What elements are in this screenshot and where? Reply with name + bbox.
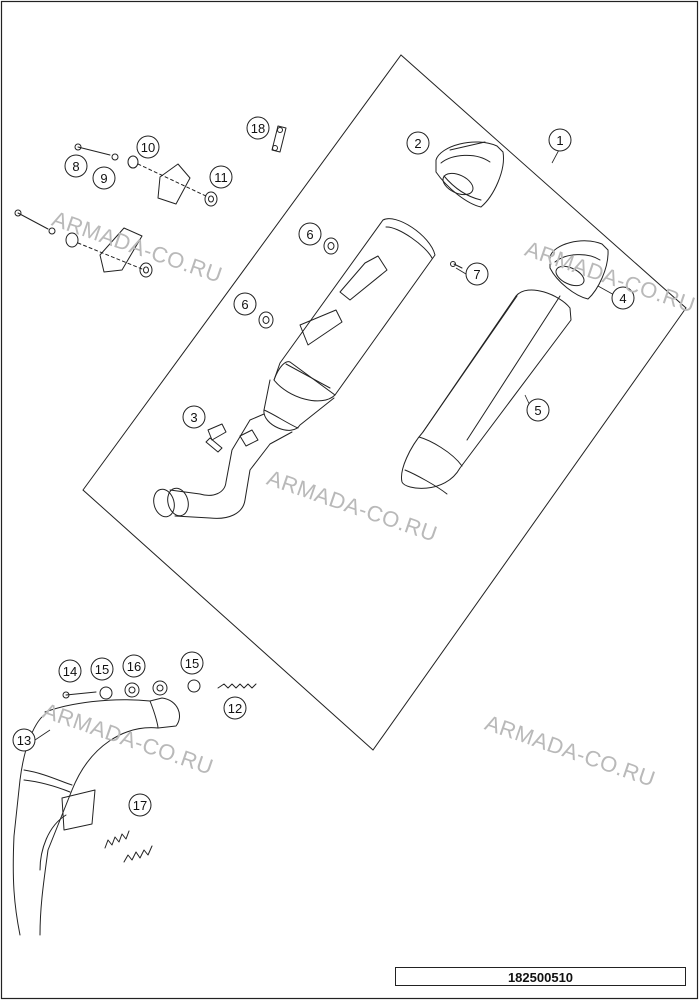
callout-2: 2	[406, 131, 430, 155]
end-cap-part	[435, 141, 504, 208]
rubber-grommet-lower	[258, 311, 274, 329]
callout-4: 4	[611, 286, 635, 310]
spring-part-17b	[123, 845, 153, 863]
callouts: 1 2 3 4 5 6 6 7 8 9 10 11 12 13 14 15 15…	[12, 116, 635, 817]
callout-16: 16	[122, 654, 146, 678]
callout-5: 5	[526, 398, 550, 422]
callout-label: 9	[100, 171, 107, 186]
callout-label: 18	[251, 121, 265, 136]
document-number: 182500510	[395, 967, 686, 986]
spring-part-17a	[104, 830, 130, 849]
screw-part	[450, 261, 463, 269]
callout-13: 13	[12, 728, 36, 752]
callout-label: 1	[556, 133, 563, 148]
callout-label: 6	[241, 297, 248, 312]
callout-7: 7	[465, 262, 489, 286]
callout-6-lower: 6	[233, 292, 257, 316]
callout-3: 3	[182, 405, 206, 429]
callout-8: 8	[64, 154, 88, 178]
callout-label: 17	[133, 798, 147, 813]
callout-label: 2	[414, 136, 421, 151]
rubber-grommet-upper	[323, 237, 339, 255]
callout-label: 3	[190, 410, 197, 425]
muffler-sleeve-part	[401, 289, 572, 495]
callout-label: 13	[17, 733, 31, 748]
callout-label: 15	[185, 656, 199, 671]
callout-label: 8	[72, 159, 79, 174]
spring-part-12	[217, 683, 257, 689]
callout-label: 15	[95, 662, 109, 677]
callout-6-upper: 6	[298, 222, 322, 246]
callout-label: 14	[63, 664, 77, 679]
callout-label: 16	[127, 659, 141, 674]
callout-label: 5	[534, 403, 541, 418]
callout-15-left: 15	[90, 657, 114, 681]
mounting-bolt-set-lower	[14, 209, 153, 278]
header-pipe-part	[12, 697, 180, 936]
mounting-bolt-set-upper	[74, 143, 218, 207]
callout-label: 4	[619, 291, 626, 306]
callout-1: 1	[548, 128, 572, 152]
leader-7	[455, 267, 467, 275]
callout-11: 11	[209, 165, 233, 189]
leader-13	[34, 729, 51, 741]
callout-15-right: 15	[180, 651, 204, 675]
silencer-body-part	[153, 218, 436, 519]
callout-label: 7	[473, 267, 480, 282]
callout-9: 9	[92, 166, 116, 190]
bolt-washer-set	[62, 679, 201, 700]
callout-label: 11	[214, 170, 228, 185]
callout-12: 12	[223, 696, 247, 720]
callout-14: 14	[58, 659, 82, 683]
callout-10: 10	[136, 135, 160, 159]
callout-label: 12	[228, 701, 242, 716]
callout-18: 18	[246, 116, 270, 140]
callout-label: 10	[141, 140, 155, 155]
spring-bracket-part	[205, 423, 227, 453]
bracket-part-18	[271, 125, 287, 153]
callout-17: 17	[128, 793, 152, 817]
assembly-frame	[82, 54, 687, 751]
end-cap-insert-part	[549, 240, 609, 300]
callout-label: 6	[306, 227, 313, 242]
